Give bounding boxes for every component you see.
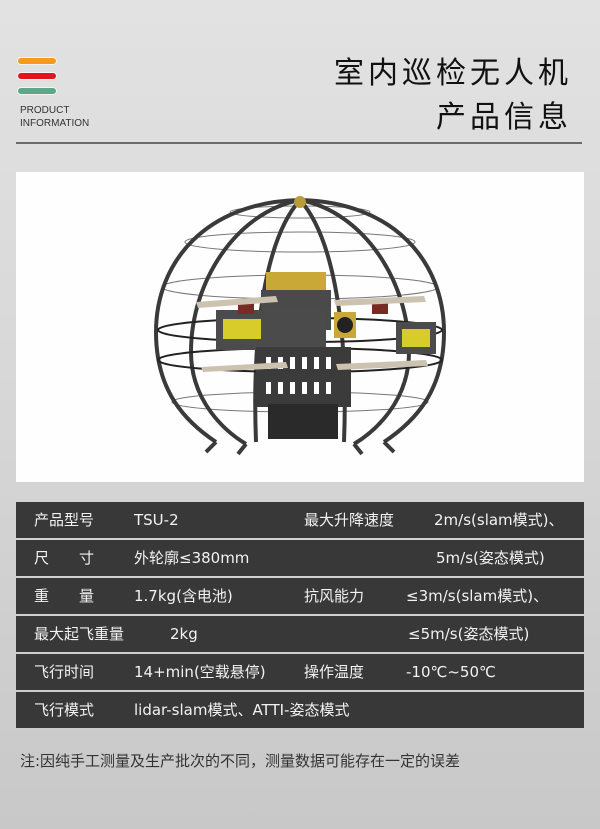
spec-label: 飞行模式 [34, 701, 95, 719]
spec-value: -10℃~50℃ [406, 663, 496, 681]
spec-value: 14+min(空载悬停) [134, 663, 266, 681]
title-line-2: 产品信息 [436, 100, 572, 135]
header-divider [16, 142, 582, 144]
title-line-1: 室内巡检无人机 [334, 56, 572, 91]
spec-label: 操作温度 [304, 663, 365, 681]
spec-label: 飞行时间 [34, 663, 95, 681]
spec-label: 尺 寸 [34, 549, 95, 567]
page-title: 室内巡检无人机 产品信息 [334, 52, 572, 140]
drone-cage-icon [153, 196, 447, 456]
accent-bars [18, 58, 56, 103]
spec-label: 重 量 [34, 587, 95, 605]
spec-label: 抗风能力 [304, 587, 365, 605]
green-bar [18, 88, 56, 94]
spec-value: lidar-slam模式、ATTI-姿态模式 [134, 701, 350, 719]
spec-value: 1.7kg(含电池) [134, 587, 233, 605]
spec-row: 尺 寸 外轮廓≤380mm 5m/s(姿态模式) [16, 540, 584, 576]
spec-row: 重 量 1.7kg(含电池) 抗风能力 ≤3m/s(slam模式)、 [16, 578, 584, 614]
spec-value: 2m/s(slam模式)、 [434, 511, 564, 529]
spec-value: 2kg [170, 625, 198, 643]
spec-value: TSU-2 [134, 511, 179, 529]
brand-line-1: PRODUCT [20, 105, 70, 116]
spec-value: ≤3m/s(slam模式)、 [406, 587, 549, 605]
spec-value: 5m/s(姿态模式) [436, 549, 545, 567]
spec-row: 飞行时间 14+min(空载悬停) 操作温度 -10℃~50℃ [16, 654, 584, 690]
brand-line-2: INFORMATION [20, 118, 90, 129]
footnote: 注:因纯手工测量及生产批次的不同，测量数据可能存在一定的误差 [20, 752, 461, 770]
spec-label: 最大起飞重量 [34, 625, 125, 643]
spec-label: 最大升降速度 [304, 511, 395, 529]
orange-bar [18, 58, 56, 64]
brand-label: PRODUCT INFORMATION [20, 104, 89, 130]
spec-row: 产品型号 TSU-2 最大升降速度 2m/s(slam模式)、 [16, 502, 584, 538]
spec-value: ≤5m/s(姿态模式) [408, 625, 530, 643]
spec-value: 外轮廓≤380mm [134, 549, 250, 567]
spec-row: 飞行模式 lidar-slam模式、ATTI-姿态模式 [16, 692, 584, 728]
spec-row: 最大起飞重量 2kg ≤5m/s(姿态模式) [16, 616, 584, 652]
spec-label: 产品型号 [34, 511, 95, 529]
spec-table: 产品型号 TSU-2 最大升降速度 2m/s(slam模式)、 尺 寸 外轮廓≤… [16, 502, 584, 730]
product-image [16, 172, 584, 482]
red-bar [18, 73, 56, 79]
